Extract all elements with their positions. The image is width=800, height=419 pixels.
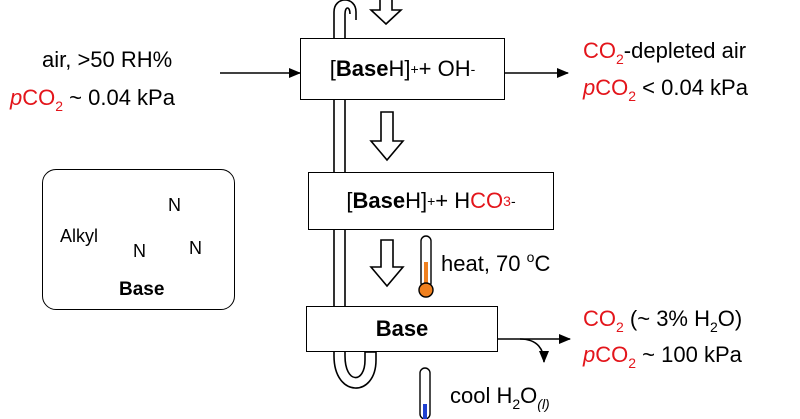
down-arrow-2 [369,239,405,288]
outlet1-p-symbol: p [583,75,596,100]
outlet2-water-close: O) [717,306,743,331]
heat-label: heat, 70 oC [441,249,551,277]
cool-o: O [520,383,538,408]
box2-h-plus: + H [435,188,471,213]
outlet1-pressure-value: < 0.04 kPa [636,75,748,100]
inlet-co2-sub: 2 [55,98,64,114]
down-arrow-1 [369,111,405,162]
outlet1-pressure: pCO2 < 0.04 kPa [583,75,748,104]
thermometer-hot-icon [418,235,434,298]
heat-degree: o [526,249,535,265]
box1-oh: + OH [418,56,471,81]
inlet-pressure-value: ~ 0.04 kPa [63,85,175,110]
outlet2-h2o-sub: 2 [710,319,718,335]
thermometer-cold-icon [419,367,431,419]
return-loop-pipe [333,0,377,389]
outlet1-co2-sub: 2 [616,51,624,67]
outlet2-p-co2: CO [595,342,629,367]
outlet2-water-text: (~ 3% H [623,306,710,331]
outlet-arrow-2 [497,338,549,363]
top-down-arrow [368,0,404,26]
box2-co3: CO [470,188,504,213]
structure-n-left: N [133,241,146,261]
box2-base: Base [352,188,406,213]
outlet2-p-sub: 2 [628,355,637,371]
outlet2-co2: CO [583,306,616,331]
structure-alkyl: Alkyl [60,226,99,246]
outlet1-label: -depleted air [623,38,747,63]
heat-text: heat, 70 [441,251,527,276]
base-structure-panel [42,169,235,310]
outlet2-p-symbol: p [583,342,596,367]
box1-h: H] [388,56,411,81]
outlet1-p-co2: CO [595,75,629,100]
outlet2-pressure: pCO2 ~ 100 kPa [583,342,742,371]
outlet1-depleted-air: CO2-depleted air [583,38,747,67]
inlet-condition-humidity: air, >50 RH% [42,47,173,72]
box2-h: H] [405,188,428,213]
cool-h2o-sub: 2 [512,396,521,412]
box1-bracket: [ [329,56,336,81]
structure-n-right: N [189,238,202,258]
box-free-base: Base [306,306,498,352]
inlet-condition-pressure: pCO2 ~ 0.04 kPa [10,85,175,114]
outlet1-p-sub: 2 [628,88,637,104]
cool-label: cool H2O(l) [450,383,550,412]
heat-unit: C [534,251,551,276]
outlet2-co2-sub: 2 [616,319,624,335]
outlet1-co2: CO [583,38,616,63]
structure-n-top: N [168,195,181,215]
outlet2-pressure-value: ~ 100 kPa [636,342,742,367]
cool-text: cool H [450,383,513,408]
inlet-p-symbol: p [10,85,23,110]
box1-base: Base [335,56,389,81]
outlet2-co2-stream: CO2 (~ 3% H2O) [583,306,743,335]
inlet-co2: CO [22,85,56,110]
structure-caption: Base [119,279,165,300]
box2-bracket: [ [346,188,353,213]
cool-phase: (l) [537,396,550,412]
